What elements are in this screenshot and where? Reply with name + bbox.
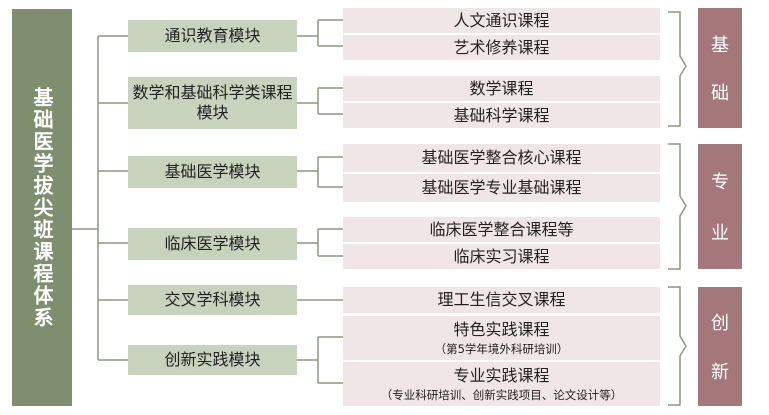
module-label: 通识教育模块 (164, 26, 261, 45)
brace-k3 (668, 286, 687, 406)
course-label: 理工生信交叉课程 (437, 290, 566, 309)
course-label: 特色实践课程 (453, 320, 550, 339)
course-basic-medicine-core: 基础医学整合核心课程 (343, 144, 660, 172)
course-label: 基础科学课程 (453, 105, 550, 125)
course-label: 基础医学整合核心课程 (421, 148, 582, 167)
module-math-science: 数学和基础科学类课程模块 (128, 77, 297, 129)
brace-k2 (668, 143, 687, 270)
bracket-m4 (297, 228, 343, 257)
category-char: 基 (711, 34, 729, 56)
module-innovation-practice: 创新实践模块 (128, 345, 297, 375)
module-label: 交叉学科模块 (164, 290, 261, 309)
category-foundation: 基 础 (698, 8, 742, 128)
module-label: 数学和基础科学类课程模块 (132, 83, 293, 122)
category-professional: 专 业 (698, 144, 742, 269)
bracket-m6 (297, 336, 343, 384)
module-label: 基础医学模块 (164, 162, 261, 181)
category-innovation: 创 新 (698, 287, 742, 406)
course-special-practice: 特色实践课程 （第5学年境外科研培训） (343, 316, 660, 360)
course-interdisciplinary: 理工生信交叉课程 (343, 287, 660, 313)
brace-k1 (668, 11, 687, 127)
course-professional-practice: 专业实践课程 （专业科研培训、创新实践项目、论文设计等） (343, 362, 660, 406)
course-label: 人文通识课程 (453, 10, 550, 30)
course-arts: 艺术修养课程 (343, 35, 660, 60)
course-label: 数学课程 (469, 78, 534, 98)
course-math: 数学课程 (343, 76, 660, 101)
category-char: 专 (711, 172, 729, 194)
category-char: 新 (711, 361, 729, 383)
course-humanities: 人文通识课程 (343, 8, 660, 33)
course-label: 临床医学整合课程等 (429, 219, 574, 239)
course-note: （第5学年境外科研培训） (434, 342, 569, 356)
course-label: 艺术修养课程 (453, 37, 550, 57)
bracket-m2 (297, 87, 343, 115)
module-general-education: 通识教育模块 (128, 20, 297, 52)
root-label: 基础医学拔尖班课程体系 (30, 86, 54, 329)
course-clinical-integration: 临床医学整合课程等 (343, 217, 660, 242)
course-label: 基础医学专业基础课程 (421, 178, 582, 197)
root-node: 基础医学拔尖班课程体系 (12, 9, 72, 406)
module-interdisciplinary: 交叉学科模块 (128, 285, 297, 315)
category-char: 业 (711, 222, 729, 244)
module-basic-medicine: 基础医学模块 (128, 156, 297, 188)
category-char: 创 (711, 313, 729, 335)
module-label: 临床医学模块 (164, 234, 261, 253)
course-basic-science: 基础科学课程 (343, 103, 660, 128)
course-note: （专业科研培训、创新实践项目、论文设计等） (380, 388, 623, 402)
bracket-m1 (297, 19, 343, 47)
course-basic-medicine-foundation: 基础医学专业基础课程 (343, 174, 660, 202)
course-label: 临床实习课程 (453, 246, 550, 266)
module-clinical-medicine: 临床医学模块 (128, 228, 297, 260)
category-char: 础 (711, 83, 729, 105)
course-clinical-internship: 临床实习课程 (343, 244, 660, 269)
module-label: 创新实践模块 (164, 350, 261, 369)
bracket-m3 (297, 156, 343, 188)
course-label: 专业实践课程 (453, 366, 550, 385)
